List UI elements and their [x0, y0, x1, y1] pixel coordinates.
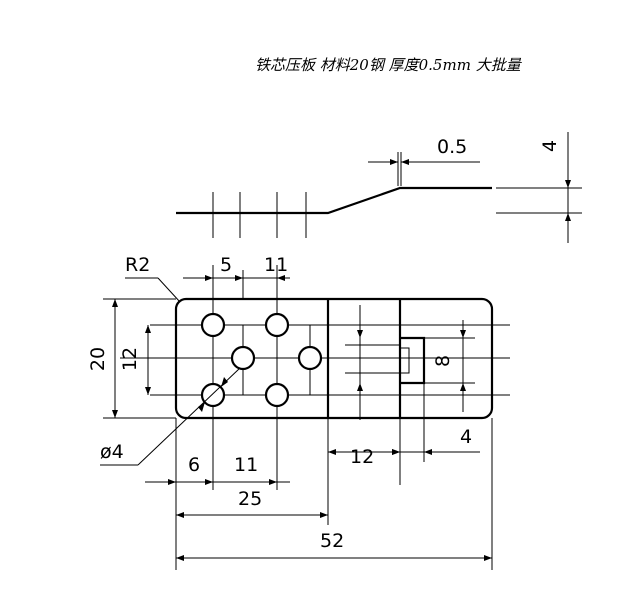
hole: [200, 382, 226, 408]
dim-radius-label: R2: [125, 254, 150, 276]
drawing-title: 铁芯压板 材料20钢 厚度0.5mm 大批量: [255, 56, 523, 74]
side-view: 0.5 4: [176, 132, 582, 243]
dim-offset-label: 4: [539, 140, 561, 152]
hole: [200, 312, 226, 338]
arrowhead: [235, 275, 243, 281]
arrowhead: [145, 387, 151, 395]
arrowhead: [401, 159, 409, 165]
arrowhead: [424, 449, 432, 455]
dim-slot-12-label: 12: [350, 446, 374, 468]
arrowhead: [320, 512, 328, 518]
dim-height-20-label: 20: [87, 347, 109, 371]
dim-height-12-label: 12: [119, 347, 141, 371]
hole: [264, 382, 290, 408]
arrowhead: [460, 383, 466, 391]
slot-outline: [400, 336, 426, 385]
arrowhead: [176, 512, 184, 518]
arrowhead: [205, 479, 213, 485]
arrowhead: [168, 479, 176, 485]
arrowhead: [145, 325, 151, 333]
dim-52-label: 52: [320, 530, 344, 552]
dim-25-label: 25: [238, 488, 262, 510]
side-profile: [176, 186, 492, 215]
hole: [230, 345, 256, 371]
arrowhead: [112, 299, 118, 307]
arrowhead: [460, 330, 466, 338]
arrowhead: [277, 275, 285, 281]
dim-top-5-label: 5: [220, 254, 232, 276]
arrowhead: [390, 159, 398, 165]
arrowhead: [176, 555, 184, 561]
arrowhead: [565, 180, 571, 188]
dim-thickness-label: 0.5: [437, 136, 467, 158]
arrowhead: [198, 402, 205, 412]
slot-inner: [400, 347, 410, 374]
arrowhead: [205, 275, 213, 281]
leader-line: [157, 277, 181, 303]
dim-slot-8-label: 8: [432, 355, 454, 367]
dim-bottom-6-label: 6: [188, 454, 200, 476]
arrowhead: [484, 555, 492, 561]
dim-top-11-label: 11: [264, 254, 288, 276]
hole: [264, 312, 290, 338]
hole: [297, 345, 323, 371]
arrowhead: [221, 377, 228, 387]
dim-slot-4-label: 4: [460, 426, 472, 448]
part-outline: [174, 297, 494, 420]
arrowhead: [392, 449, 400, 455]
dim-bottom-11-label: 11: [234, 454, 258, 476]
arrowhead: [112, 410, 118, 418]
arrowhead: [269, 479, 277, 485]
arrowhead: [565, 213, 571, 221]
arrowhead: [357, 383, 363, 391]
plan-view: R2 5 11 20 12 ø4 6 11: [87, 254, 510, 570]
dim-hole-diameter-label: ø4: [100, 441, 124, 463]
arrowhead: [357, 330, 363, 338]
